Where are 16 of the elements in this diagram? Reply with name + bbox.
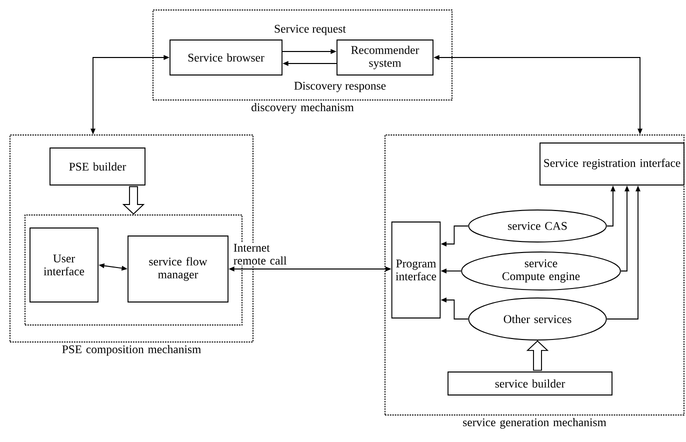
node-label: PSE composition mechanism — [62, 345, 201, 356]
node-label: discovery mechanism — [252, 103, 354, 114]
node-label: service generation mechanism — [463, 418, 606, 429]
edge-label: Service request — [272, 24, 348, 36]
edge-label: Discovery response — [292, 80, 388, 94]
process-box: Program interface — [391, 222, 441, 318]
process-box: service flow manager — [128, 236, 228, 302]
block-arrow — [122, 186, 145, 215]
edge-label: Internet remote call — [232, 242, 293, 266]
process-box: Service browser — [170, 40, 282, 76]
process-box: User interface — [30, 228, 98, 302]
process-box: Service registration interface — [540, 142, 684, 186]
process-box: service builder — [448, 372, 612, 396]
block-arrow — [526, 340, 549, 371]
process-box: Recommender system — [336, 40, 434, 76]
process-box: PSE builder — [50, 148, 146, 186]
